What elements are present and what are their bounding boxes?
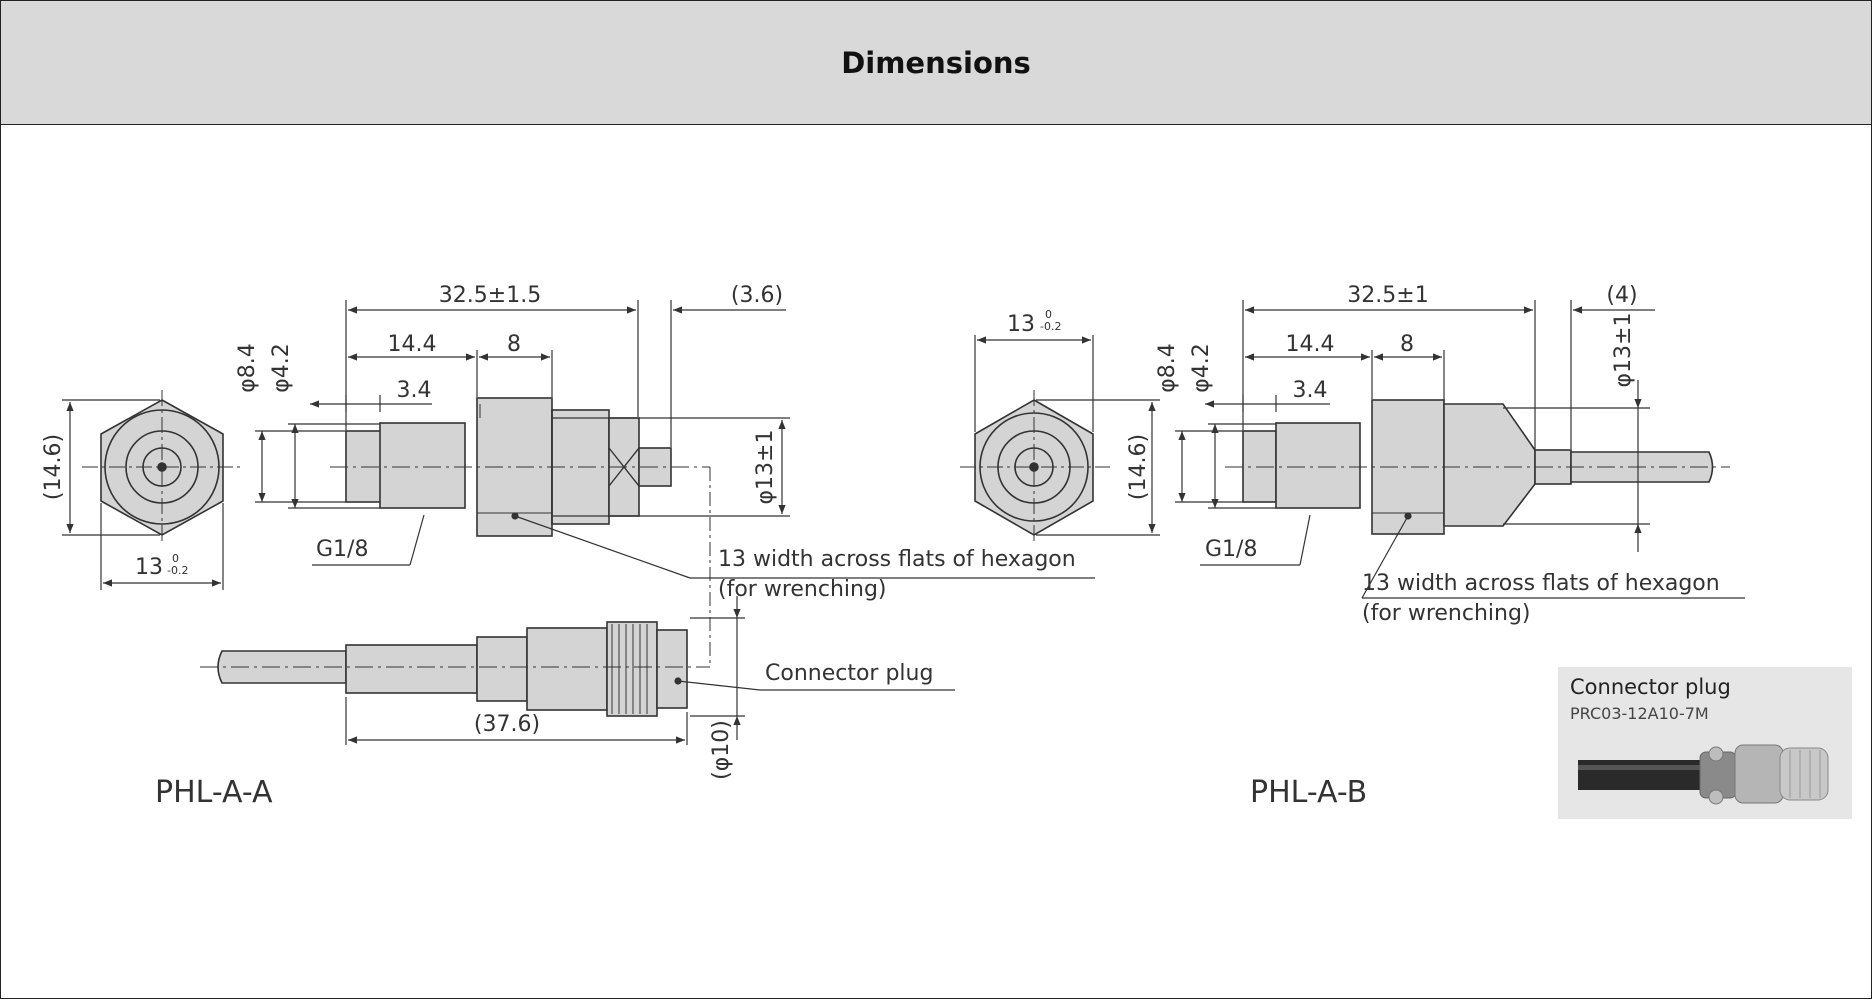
dim-hex-length-b: 8 — [1400, 332, 1414, 357]
plug-callout-label: Connector plug — [765, 661, 933, 686]
hex-tolerance-top: 0 — [172, 552, 179, 565]
dia-body-label: φ13±1 — [753, 430, 778, 505]
dia-outer-label-b: φ8.4 — [1155, 343, 1180, 393]
dim-hex-length: 8 — [507, 332, 521, 357]
inset-title: Connector plug — [1570, 675, 1731, 699]
dim-overall-length-b: 32.5±1 — [1347, 283, 1428, 308]
model-label-phl-a-a: PHL-A-A — [155, 775, 273, 810]
page-title: Dimensions — [841, 45, 1031, 80]
hex-tolerance-top-b: 0 — [1045, 308, 1052, 321]
hex-height-label: (14.6) — [41, 434, 66, 500]
dia-outer-label: φ8.4 — [235, 343, 260, 393]
dim-cap-length: (3.6) — [731, 283, 783, 308]
dim-step-length: 3.4 — [397, 378, 432, 403]
hex-width-label: 13 — [135, 555, 163, 580]
dim-cap-length-b: (4) — [1606, 283, 1637, 308]
dim-overall-length: 32.5±1.5 — [439, 283, 541, 308]
thread-label: G1/8 — [316, 537, 368, 562]
hex-width-label-b: 13 — [1007, 312, 1035, 337]
plug-diameter-label: (φ10) — [709, 720, 734, 780]
hex-note-line2-b: (for wrenching) — [1362, 601, 1531, 626]
thread-label-b: G1/8 — [1205, 537, 1257, 562]
hex-end-view-b — [960, 390, 1110, 545]
sensor-side-view — [330, 397, 710, 537]
connector-plug-drawing — [200, 467, 711, 717]
dim-step-length-b: 3.4 — [1293, 378, 1328, 403]
dim-thread-length: 14.4 — [388, 332, 437, 357]
plug-length-label: (37.6) — [474, 712, 540, 737]
inset-part-number: PRC03-12A10-7M — [1570, 704, 1709, 723]
phl-a-b-drawing: 13 0 -0.2 (14.6) — [960, 283, 1745, 810]
hex-height-label-b: (14.6) — [1126, 434, 1151, 500]
hex-end-view — [82, 390, 240, 545]
sensor-side-view-b — [1225, 399, 1730, 535]
dia-inner-label: φ4.2 — [269, 343, 294, 393]
connector-plug-inset: Connector plug PRC03-12A10-7M — [1558, 667, 1852, 819]
connector-photo — [1578, 744, 1829, 805]
hex-tolerance-bottom: -0.2 — [167, 564, 188, 577]
hex-note-line1: 13 width across flats of hexagon — [718, 547, 1076, 572]
hex-note-line2: (for wrenching) — [718, 577, 887, 602]
model-label-phl-a-b: PHL-A-B — [1250, 775, 1367, 810]
hex-note-line1-b: 13 width across flats of hexagon — [1362, 571, 1720, 596]
header-bar: Dimensions — [1, 1, 1871, 125]
hex-tolerance-bottom-b: -0.2 — [1040, 320, 1061, 333]
dia-body-label-b: φ13±1 — [1611, 313, 1636, 388]
dim-thread-length-b: 14.4 — [1286, 332, 1335, 357]
phl-a-a-drawing: (14.6) 13 0 -0.2 — [41, 283, 1095, 810]
dia-inner-label-b: φ4.2 — [1189, 343, 1214, 393]
